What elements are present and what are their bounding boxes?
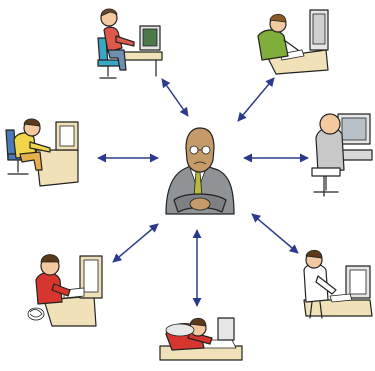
worker-right bbox=[311, 113, 373, 197]
arrow-top-right bbox=[237, 77, 275, 122]
arrow-bottom-right bbox=[251, 213, 299, 254]
manager-icon bbox=[165, 127, 235, 215]
arrow-bottom-left bbox=[112, 223, 159, 263]
worker-top bbox=[97, 8, 163, 79]
worker-left bbox=[5, 118, 79, 187]
worker-bottom-right bbox=[303, 249, 373, 319]
worker-bottom-left bbox=[27, 254, 103, 327]
worker-bottom bbox=[159, 317, 243, 361]
connector-arrows bbox=[97, 77, 309, 307]
arrow-top bbox=[161, 78, 189, 117]
worker-top-right bbox=[257, 9, 329, 75]
